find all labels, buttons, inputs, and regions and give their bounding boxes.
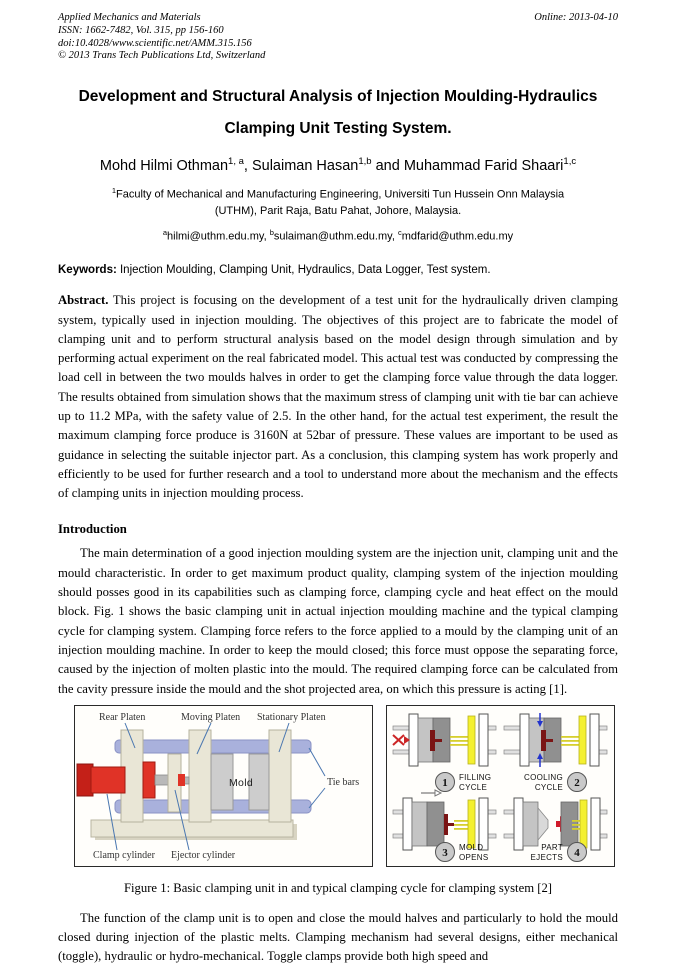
ejector-cylinder-label: Ejector cylinder [171, 850, 236, 861]
author-sup: 1,c [563, 156, 577, 168]
tie-bars-label: Tie bars [327, 777, 359, 788]
leader-rear-platen [124, 722, 136, 749]
author-separator: , [243, 158, 252, 175]
author-sup: 1,b [358, 156, 372, 168]
authors-line: Mohd Hilmi Othman1, a, Sulaiman Hasan1,b… [58, 156, 618, 174]
leader-moving-platen [196, 722, 212, 755]
abstract-paragraph: Abstract. This project is focusing on th… [58, 291, 618, 503]
mold-half-right [248, 753, 270, 811]
introduction-paragraph-1: The main determination of a good injecti… [58, 546, 618, 696]
author-name: Mohd Hilmi Othman [99, 158, 229, 175]
journal-header-left: Applied Mechanics and Materials ISSN: 16… [58, 12, 265, 63]
journal-name: Applied Mechanics and Materials [58, 12, 201, 23]
step-1-label-line1: FILLING [459, 773, 491, 782]
step-3-circle [435, 841, 455, 862]
keywords-label: Keywords: [58, 264, 117, 277]
online-date: Online: 2013-04-10 [534, 12, 618, 23]
author-name: Muhammad Farid Shaari [403, 158, 564, 175]
leader-tie-bar-bottom [308, 787, 326, 809]
step-3-label-line2: OPENS [459, 853, 489, 862]
machine-base [90, 819, 294, 838]
keywords-line: Keywords: Injection Moulding, Clamping U… [58, 264, 618, 276]
figure-1-caption: Figure 1: Basic clamping unit in and typ… [123, 880, 553, 895]
figure-1: Mold Rear Platen Moving Platen Stationar… [74, 704, 618, 867]
affiliation-line2: (UTHM), Parit Raja, Batu Pahat, Johore, … [214, 204, 462, 217]
clamp-cylinder-body [90, 766, 126, 794]
email-address[interactable]: sulaiman@uthm.edu.my [273, 230, 392, 243]
moving-platen-shape [188, 729, 212, 823]
clamp-piston [142, 761, 156, 799]
step-2-label-line1: COOLING [524, 773, 563, 782]
email-sup: b [269, 227, 274, 237]
affiliation-line1: 1Faculty of Mechanical and Manufacturing… [111, 186, 565, 201]
author-sup: 1, a [228, 156, 244, 168]
author-separator: and [371, 158, 404, 175]
email-address[interactable]: hilmi@uthm.edu.my [167, 230, 264, 243]
step-2-circle [567, 771, 587, 792]
clamping-unit-svg: Mold Rear Platen Moving Platen Stationar… [76, 712, 359, 861]
part-on-core [444, 813, 454, 835]
leader-tie-bar-top [308, 747, 326, 777]
step-2-label-line2: CYCLE [535, 783, 563, 792]
journal-header: Applied Mechanics and Materials ISSN: 16… [58, 12, 618, 63]
rear-platen-label: Rear Platen [99, 712, 145, 723]
abstract-text: This project is focusing on the developm… [58, 293, 618, 501]
issn-line: ISSN: 1662-7482, Vol. 315, pp 156-160 [58, 24, 224, 36]
introduction-paragraph-2: The function of the clamp unit is to ope… [58, 910, 618, 964]
author-name: Sulaiman Hasan [251, 158, 359, 175]
step-1-number: 1 [442, 777, 448, 789]
leader-clamp-cylinder [106, 793, 118, 850]
step-4-number: 4 [574, 847, 580, 859]
clamp-cylinder-label: Clamp cylinder [93, 850, 156, 861]
sprue-shape [430, 729, 442, 751]
cycle-stage-1 [392, 713, 497, 767]
email-sup: a [162, 227, 168, 237]
step-4-label-line2: EJECTS [531, 853, 563, 862]
email-sup: c [397, 227, 402, 237]
doi-line: doi:10.4028/www.scientific.net/AMM.315.1… [58, 37, 252, 49]
copyright-line: © 2013 Trans Tech Publications Ltd, Swit… [58, 50, 266, 62]
ejector-tip [178, 773, 185, 786]
paper-title-line1: Development and Structural Analysis of I… [78, 88, 598, 106]
step-4-circle [567, 841, 587, 862]
step-1-circle [435, 771, 455, 792]
section-heading-introduction: Introduction [58, 522, 127, 537]
mold-half-left [210, 753, 234, 811]
moving-platen-label: Moving Platen [181, 712, 240, 723]
cycle-stage-4 [503, 797, 608, 851]
clamping-cycle-svg: 1 FILLING CYCLE [392, 712, 608, 862]
connecting-rod [154, 774, 170, 786]
step-3-label-line1: MOLD [459, 843, 483, 852]
email-separator: , [391, 230, 398, 243]
keywords-text: Injection Moulding, Clamping Unit, Hydra… [116, 264, 491, 277]
affiliation: 1Faculty of Mechanical and Manufacturing… [58, 186, 618, 220]
leader-ejector-cylinder [174, 789, 190, 850]
stationary-platen-shape [268, 729, 292, 823]
cycle-stage-2 [503, 712, 608, 767]
step-3-number: 3 [442, 847, 448, 859]
step-1-label-line2: CYCLE [459, 783, 487, 792]
email-separator: , [263, 230, 270, 243]
step-4-label-line1: PART [541, 843, 563, 852]
email-address[interactable]: mdfarid@uthm.edu.my [401, 230, 514, 243]
tie-bar-top [114, 739, 312, 754]
mold-label: Mold [229, 777, 253, 789]
cycle-stage-3 [392, 789, 497, 851]
cavity-half [537, 806, 549, 841]
affiliation-sup: 1 [111, 186, 116, 196]
step-2-number: 2 [574, 777, 580, 789]
stationary-platen-label: Stationary Platen [257, 712, 326, 723]
emails-line: ahilmi@uthm.edu.my, bsulaiman@uthm.edu.m… [58, 228, 618, 243]
figure-clamping-cycle-diagram: 1 FILLING CYCLE [386, 704, 615, 867]
abstract-label: Abstract. [58, 293, 109, 308]
paper-title-line2: Clamping Unit Testing System. [224, 120, 452, 138]
figure-clamping-unit-diagram: Mold Rear Platen Moving Platen Stationar… [74, 704, 373, 867]
leader-stationary-platen [278, 722, 290, 753]
